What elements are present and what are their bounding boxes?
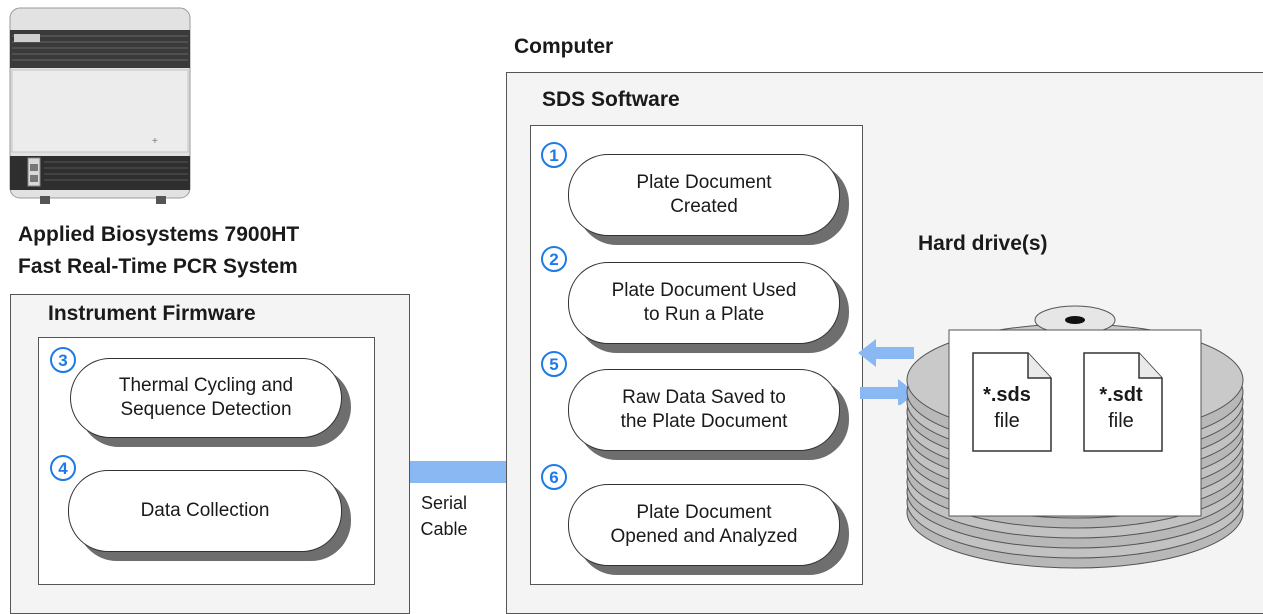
serial-cable-line2: Cable: [420, 519, 468, 539]
arrow-to-software-icon: [858, 339, 914, 367]
step-3-badge: 3: [50, 347, 76, 373]
step-4-badge: 4: [50, 455, 76, 481]
sdt-file-ext: *.sdt: [1099, 384, 1143, 406]
sdt-file-icon: [1083, 352, 1163, 452]
step-6-badge: 6: [541, 464, 567, 490]
sds-file-word: file: [994, 410, 1020, 432]
instrument-name-line1: Applied Biosystems 7900HT: [18, 223, 300, 246]
step-2-text: Plate Document Used to Run a Plate: [611, 280, 797, 325]
step-2-badge: 2: [541, 246, 567, 272]
step-3-thermal-cycling: Thermal Cycling and Sequence Detection: [70, 358, 342, 438]
sds-file-icon: [972, 352, 1052, 452]
step-4-text: Data Collection: [140, 500, 270, 521]
step-1-badge: 1: [541, 142, 567, 168]
hard-drive-title: Hard drive(s): [918, 232, 1048, 255]
step-2-plate-used: Plate Document Used to Run a Plate: [568, 262, 840, 344]
sds-software-title: SDS Software: [542, 88, 680, 111]
step-5-text: Raw Data Saved to the Plate Document: [620, 387, 788, 432]
step-3-text: Thermal Cycling and Sequence Detection: [118, 375, 294, 420]
step-1-plate-created: Plate Document Created: [568, 154, 840, 236]
pcr-instrument-image: +: [9, 7, 191, 204]
hard-drive-stack-icon: [906, 305, 1244, 569]
serial-cable-label: Serial Cable: [414, 490, 474, 542]
firmware-title: Instrument Firmware: [48, 302, 256, 325]
computer-title: Computer: [514, 35, 614, 58]
step-6-text: Plate Document Opened and Analyzed: [610, 502, 798, 547]
step-5-raw-data-saved: Raw Data Saved to the Plate Document: [568, 369, 840, 451]
sdt-file-word: file: [1108, 410, 1134, 432]
serial-cable-line1: Serial: [420, 493, 468, 513]
serial-cable-bar: [410, 461, 506, 483]
sds-file-ext: *.sds: [983, 384, 1031, 406]
svg-text:+: +: [152, 136, 158, 147]
step-6-plate-analyzed: Plate Document Opened and Analyzed: [568, 484, 840, 566]
instrument-name: Applied Biosystems 7900HT Fast Real-Time…: [18, 219, 299, 283]
step-1-text: Plate Document Created: [636, 172, 772, 217]
step-4-data-collection: Data Collection: [68, 470, 342, 552]
step-5-badge: 5: [541, 351, 567, 377]
sdt-file-label: *.sdt file: [1086, 382, 1156, 434]
instrument-name-line2: Fast Real-Time PCR System: [18, 255, 298, 278]
data-transfer-arrows: [858, 339, 916, 405]
sds-file-label: *.sds file: [972, 382, 1042, 434]
arrow-to-drive-icon: [860, 379, 916, 405]
